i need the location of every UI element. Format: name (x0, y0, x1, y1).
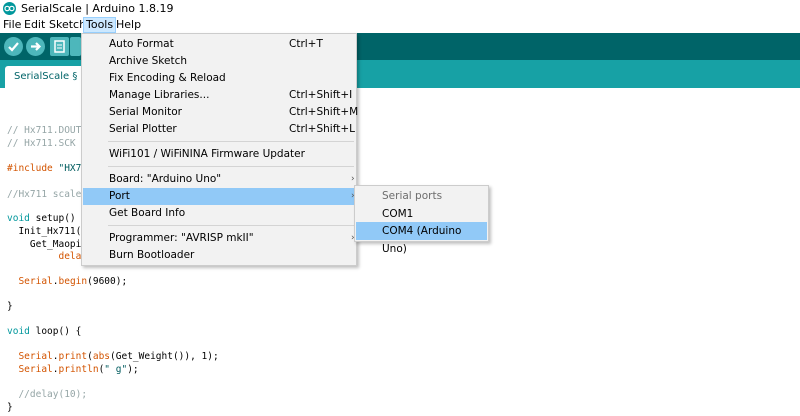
code-line: void loop() { (7, 326, 82, 337)
menu-separator (108, 166, 354, 167)
upload-button[interactable] (26, 37, 45, 56)
code-line: //delay(10); (7, 389, 88, 400)
submenu-arrow-icon: › (351, 233, 355, 243)
tools-menu: Auto Format Ctrl+T Archive Sketch Fix En… (81, 33, 359, 266)
window-title: SerialScale | Arduino 1.8.19 (21, 2, 174, 15)
verify-button[interactable] (4, 37, 23, 56)
menu-item-burn-bootloader[interactable]: Burn Bootloader (109, 249, 195, 261)
menu-item-get-board-info[interactable]: Get Board Info (109, 207, 186, 219)
code-line: } (7, 402, 13, 413)
menu-item-serial-plotter[interactable]: Serial Plotter Ctrl+Shift+L (109, 123, 355, 135)
code-line: void setup() { (7, 213, 88, 224)
code-line: Serial.print(abs(Get_Weight()), 1); (18, 351, 219, 362)
menu-item-wifi-updater[interactable]: WiFi101 / WiFiNINA Firmware Updater (109, 148, 305, 160)
submenu-header: Serial ports (382, 190, 443, 202)
submenu-arrow-icon: › (351, 174, 355, 184)
menu-item-auto-format[interactable]: Auto Format Ctrl+T (109, 38, 323, 50)
menu-file[interactable]: File (3, 18, 22, 31)
code-line: Serial.begin(9600); (18, 276, 128, 287)
menu-item-manage-libraries[interactable]: Manage Libraries... Ctrl+Shift+I (109, 89, 353, 101)
menu-separator (108, 141, 354, 142)
code-line: Get_Maopi( (7, 239, 88, 250)
menu-edit[interactable]: Edit (24, 18, 46, 31)
menu-tools[interactable]: Tools (83, 17, 117, 33)
menu-item-fix-encoding[interactable]: Fix Encoding & Reload (109, 72, 226, 84)
code-line: // Hx711.SCK - (7, 138, 88, 149)
arduino-logo-icon (3, 2, 16, 15)
code-line: #include "HX71 (7, 163, 88, 174)
code-line: //Hx711 scale( (7, 189, 88, 200)
tab-serialscale[interactable]: SerialScale § (5, 66, 87, 88)
menu-sketch[interactable]: Sketch (49, 18, 87, 31)
port-item-com1[interactable]: COM1 (382, 208, 414, 220)
code-line: // Hx711.DOUT (7, 125, 82, 136)
port-item-com4[interactable]: COM4 (Arduino Uno) (356, 222, 487, 255)
title-bar: SerialScale | Arduino 1.8.19 (0, 0, 800, 17)
submenu-arrow-icon: › (351, 191, 355, 201)
code-line: delay( (58, 251, 93, 262)
code-line: Serial.println(" g"); (18, 364, 139, 375)
menu-item-port[interactable]: Port › (83, 188, 355, 205)
menu-help[interactable]: Help (116, 18, 142, 31)
menu-separator (108, 225, 354, 226)
menu-item-programmer[interactable]: Programmer: "AVRISP mkII" › (83, 230, 355, 247)
code-line: Init_Hx711() (7, 226, 88, 237)
port-submenu: Serial ports COM1 COM4 (Arduino Uno) (354, 185, 489, 255)
code-line: } (7, 301, 13, 312)
menu-item-board[interactable]: Board: "Arduino Uno" › (83, 171, 355, 188)
menu-bar: File Edit Sketch Tools Help (0, 17, 800, 33)
open-button[interactable] (70, 37, 81, 56)
menu-item-serial-monitor[interactable]: Serial Monitor Ctrl+Shift+M (109, 106, 359, 118)
new-sketch-button[interactable] (50, 37, 69, 56)
menu-item-archive-sketch[interactable]: Archive Sketch (109, 55, 188, 67)
